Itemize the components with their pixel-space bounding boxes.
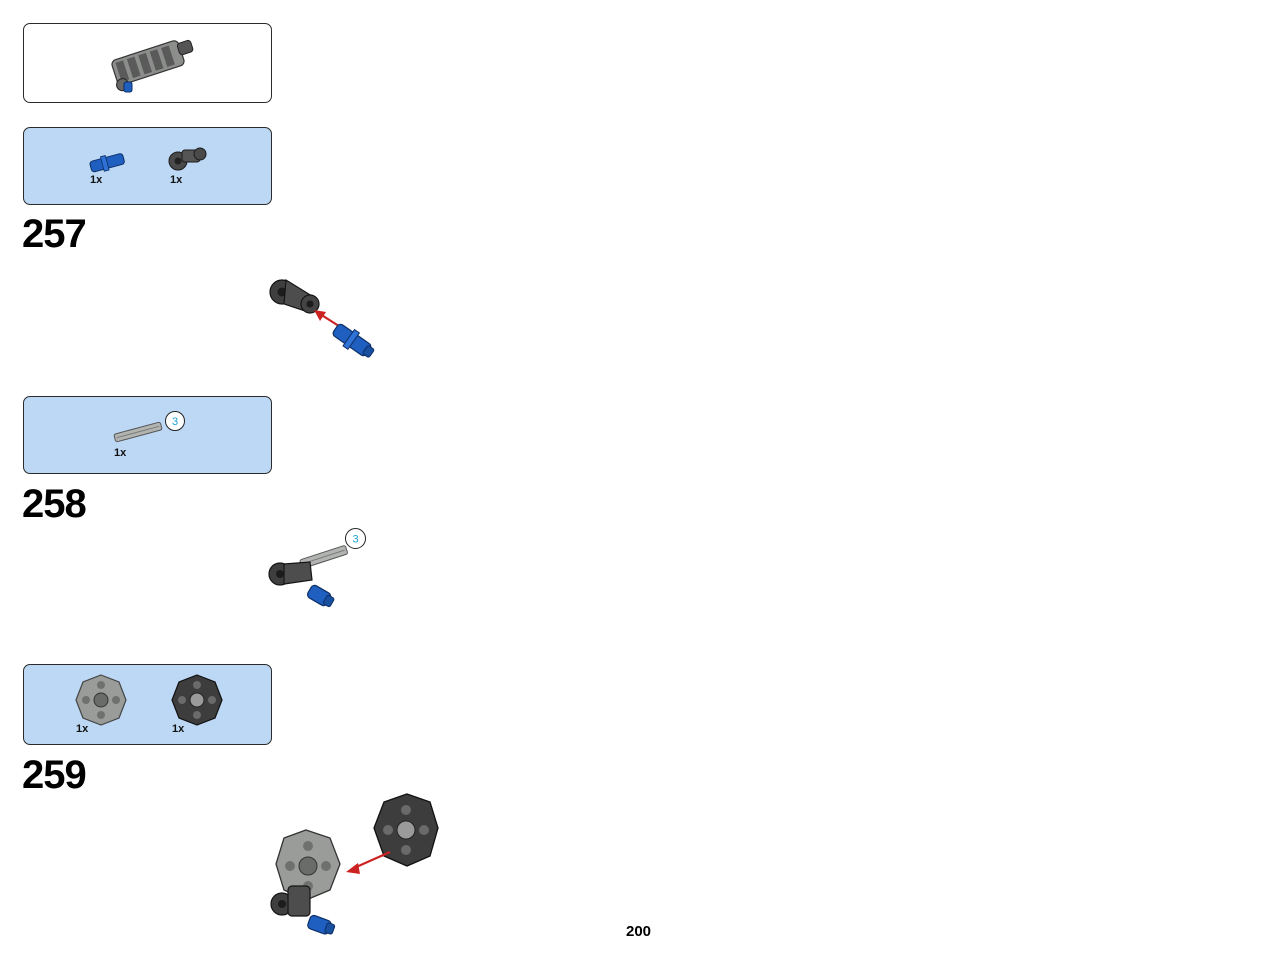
step-number: 259 [22, 753, 87, 797]
blue-axle-pin-icon [306, 584, 335, 608]
step-258-parts-box: 3 1x [23, 396, 272, 474]
dark-gray-connector-icon [270, 885, 311, 917]
dark-gray-connector-icon [168, 147, 207, 171]
assembly-arrow [346, 850, 391, 874]
svg-text:3: 3 [352, 534, 358, 546]
part-qty: 1x [90, 174, 103, 186]
subassembly-model-icon [111, 39, 194, 93]
blue-axle-pin-icon [89, 153, 125, 173]
page-number: 200 [626, 923, 652, 940]
blue-axle-pin-icon [307, 914, 336, 935]
blue-axle-pin-icon [332, 323, 375, 358]
gray-axle-icon [113, 421, 163, 443]
part-qty: 1x [76, 723, 89, 735]
step-259-parts-box: 1x 1x [23, 664, 272, 745]
step-number: 257 [22, 212, 87, 256]
dark-gray-connector-icon [269, 278, 320, 314]
light-gray-hub-icon [75, 674, 127, 726]
part-count-callout: 3 [165, 411, 185, 431]
step-257-parts-box: 1x 1x [23, 127, 272, 205]
step-259-assembly-illustration [270, 793, 439, 935]
part-qty: 1x [114, 447, 127, 459]
dark-gray-connector-icon [268, 561, 313, 586]
step-number: 258 [22, 482, 87, 526]
dark-gray-hub-icon [373, 793, 439, 867]
part-count-callout: 3 [345, 528, 366, 549]
step-258-assembly-illustration [268, 545, 348, 608]
dark-gray-hub-icon [171, 674, 223, 726]
step-257-assembly-illustration [269, 278, 375, 358]
subassembly-box [23, 23, 272, 103]
part-qty: 1x [170, 174, 183, 186]
part-qty: 1x [172, 723, 185, 735]
svg-text:3: 3 [172, 416, 178, 428]
